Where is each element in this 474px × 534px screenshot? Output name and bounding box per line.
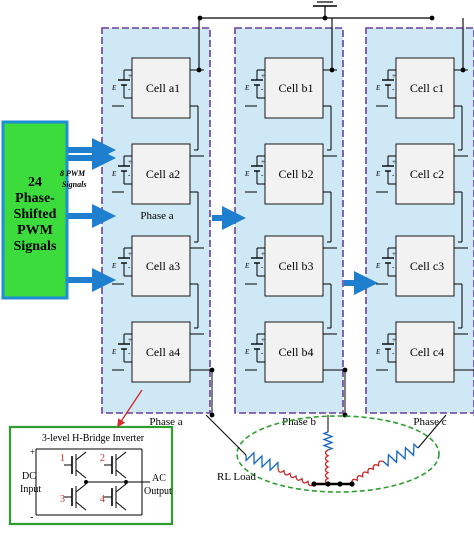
dc-source-symbol: E bbox=[244, 170, 250, 178]
dc-source-symbol: E bbox=[375, 348, 381, 356]
switch-2-label: 2 bbox=[100, 453, 105, 464]
inset-dc-label-1: Input bbox=[20, 484, 41, 495]
source-line-4: Signals bbox=[14, 239, 57, 254]
h-bridge-inset: 3-level H-Bridge Inverter DC Input AC Ou… bbox=[10, 427, 172, 524]
pwm-source-box: 24 Phase- Shifted PWM Signals bbox=[3, 122, 67, 298]
cell-label: Cell a4 bbox=[146, 345, 180, 359]
dc-plus-symbol: + bbox=[128, 72, 132, 80]
pwm-note-line-1: Signals bbox=[62, 180, 86, 189]
dc-source-symbol: E bbox=[375, 262, 381, 270]
load-label: RL Load bbox=[217, 471, 256, 483]
dc-source-symbol: E bbox=[244, 84, 250, 92]
dc-plus-symbol: + bbox=[261, 158, 265, 166]
neutral-node bbox=[197, 68, 202, 73]
source-line-0: 24 bbox=[28, 175, 42, 190]
inset-dc-label-0: DC bbox=[22, 471, 36, 482]
neutral-node bbox=[461, 68, 466, 73]
cell-label: Cell a2 bbox=[146, 167, 180, 181]
inset-plus: + bbox=[30, 447, 35, 457]
load-ellipse bbox=[237, 416, 439, 492]
inset-ac-label-1: Output bbox=[144, 486, 172, 497]
source-line-2: Shifted bbox=[14, 207, 57, 222]
star-node bbox=[337, 481, 342, 486]
cell-label: Cell b4 bbox=[279, 345, 314, 359]
dc-plus-symbol: + bbox=[261, 250, 265, 258]
cell-label: Cell c2 bbox=[410, 167, 444, 181]
inductor-a bbox=[278, 468, 314, 486]
inductor-b bbox=[326, 450, 329, 484]
inset-ac-label-0: AC bbox=[152, 473, 166, 484]
dc-plus-symbol: + bbox=[392, 250, 396, 258]
dc-source-symbol: E bbox=[111, 348, 117, 356]
inset-minus: - bbox=[30, 512, 33, 523]
neutral-node bbox=[330, 68, 335, 73]
phase-a-mid-label: Phase a bbox=[140, 210, 173, 222]
resistor-a bbox=[246, 453, 278, 470]
phase-2-label: Phase b bbox=[282, 416, 316, 428]
dc-plus-symbol: + bbox=[128, 158, 132, 166]
resistor-b bbox=[324, 432, 332, 450]
star-node bbox=[311, 481, 316, 486]
cell-label: Cell b2 bbox=[279, 167, 314, 181]
source-line-3: PWM bbox=[17, 223, 53, 238]
cell-label: Cell c1 bbox=[410, 81, 444, 95]
switch-1-label: 1 bbox=[60, 453, 65, 464]
dc-source-symbol: E bbox=[375, 170, 381, 178]
dc-plus-symbol: + bbox=[261, 336, 265, 344]
dc-source-symbol: E bbox=[244, 262, 250, 270]
star-node bbox=[349, 481, 354, 486]
phase-3-label: Phase c bbox=[413, 416, 446, 428]
load-a-lead bbox=[206, 415, 246, 455]
star-node bbox=[325, 481, 330, 486]
dc-plus-symbol: + bbox=[392, 158, 396, 166]
inset-node-right bbox=[124, 480, 128, 484]
inset-node-left bbox=[84, 480, 88, 484]
switch-3-label: 3 bbox=[60, 494, 65, 505]
dc-source-symbol: E bbox=[111, 262, 117, 270]
cell-label: Cell a1 bbox=[146, 81, 180, 95]
cell-label: Cell c3 bbox=[410, 259, 444, 273]
cell-label: Cell b1 bbox=[279, 81, 314, 95]
dc-plus-symbol: + bbox=[128, 336, 132, 344]
pwm-note-line-0: 8 PWM bbox=[60, 169, 86, 178]
cell-label: Cell c4 bbox=[410, 345, 444, 359]
dc-plus-symbol: + bbox=[128, 250, 132, 258]
switch-4-label: 4 bbox=[100, 494, 105, 505]
resistor-c bbox=[384, 444, 418, 465]
source-line-1: Phase- bbox=[15, 191, 55, 206]
dc-source-symbol: E bbox=[244, 348, 250, 356]
dc-plus-symbol: + bbox=[261, 72, 265, 80]
dc-source-symbol: E bbox=[111, 170, 117, 178]
inductor-c bbox=[352, 461, 384, 484]
phase-terminal-node bbox=[210, 413, 215, 418]
dc-source-symbol: E bbox=[111, 84, 117, 92]
dc-plus-symbol: + bbox=[392, 72, 396, 80]
cell-label: Cell b3 bbox=[279, 259, 314, 273]
dc-source-symbol: E bbox=[375, 84, 381, 92]
cell-label: Cell a3 bbox=[146, 259, 180, 273]
inset-title: 3-level H-Bridge Inverter bbox=[42, 433, 145, 444]
neutral-bus bbox=[198, 2, 435, 20]
dc-plus-symbol: + bbox=[392, 336, 396, 344]
